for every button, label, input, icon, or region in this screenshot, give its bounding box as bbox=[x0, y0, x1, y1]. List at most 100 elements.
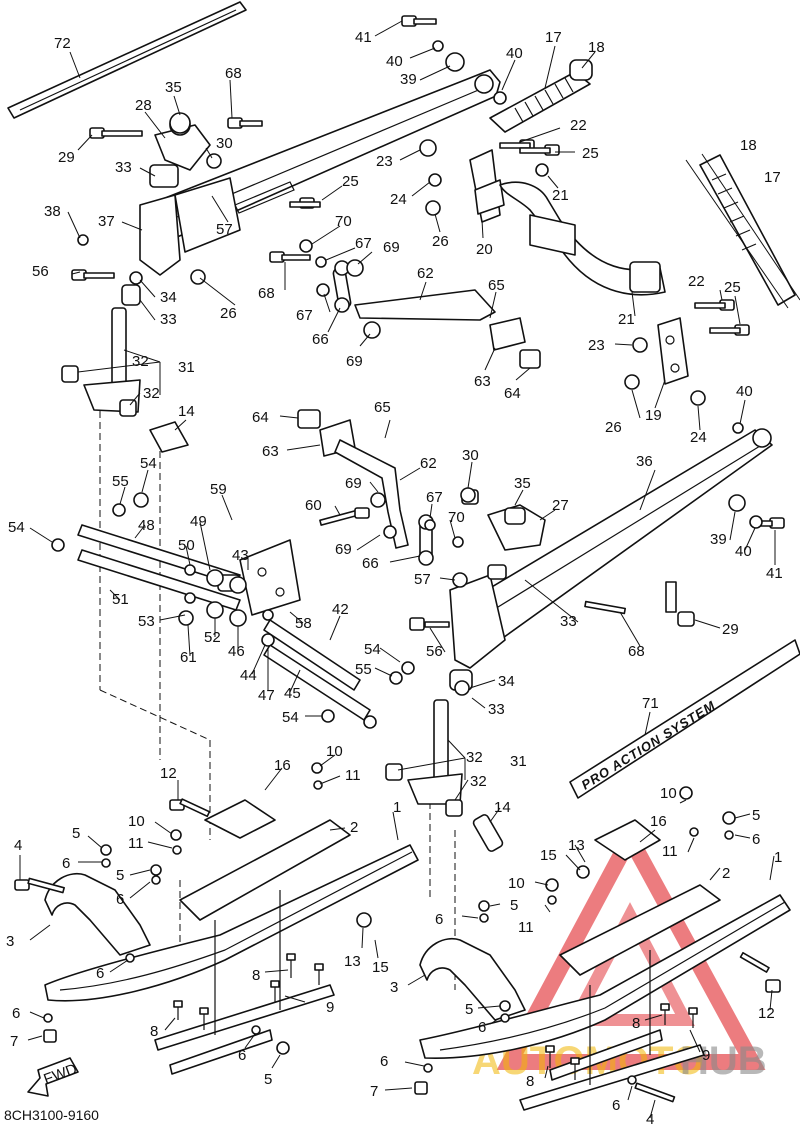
callout-65: 65 bbox=[374, 399, 391, 416]
callout-2: 2 bbox=[722, 865, 730, 882]
callout-53: 53 bbox=[138, 613, 155, 630]
callout-46: 46 bbox=[228, 643, 245, 660]
callout-40: 40 bbox=[736, 383, 753, 400]
callout-42: 42 bbox=[332, 601, 349, 618]
callout-58: 58 bbox=[295, 615, 312, 632]
callout-6: 6 bbox=[752, 831, 760, 848]
callout-54: 54 bbox=[140, 455, 157, 472]
callout-35: 35 bbox=[165, 79, 182, 96]
bracket-19 bbox=[657, 317, 689, 385]
callout-48: 48 bbox=[138, 517, 155, 534]
callout-31: 31 bbox=[510, 753, 527, 770]
callout-66: 66 bbox=[312, 331, 329, 348]
callout-6: 6 bbox=[478, 1019, 486, 1036]
callout-16: 16 bbox=[274, 757, 291, 774]
callout-13: 13 bbox=[344, 953, 361, 970]
callout-67: 67 bbox=[426, 489, 443, 506]
callout-64: 64 bbox=[504, 385, 521, 402]
callout-68: 68 bbox=[628, 643, 645, 660]
decal-71: PRO ACTION SYSTEM bbox=[569, 639, 800, 799]
callout-9: 9 bbox=[702, 1047, 710, 1064]
arm-36 bbox=[449, 428, 773, 669]
callout-39: 39 bbox=[400, 71, 417, 88]
callout-36: 36 bbox=[636, 453, 653, 470]
callout-41: 41 bbox=[766, 565, 783, 582]
ski-mount-bolts bbox=[173, 953, 698, 1080]
callout-40: 40 bbox=[386, 53, 403, 70]
callout-69: 69 bbox=[335, 541, 352, 558]
callout-56: 56 bbox=[426, 643, 443, 660]
callout-64: 64 bbox=[252, 409, 269, 426]
callout-5: 5 bbox=[510, 897, 518, 914]
callout-67: 67 bbox=[296, 307, 313, 324]
callout-29: 29 bbox=[722, 621, 739, 638]
callout-6: 6 bbox=[380, 1053, 388, 1070]
hardware-nuts bbox=[43, 40, 763, 1085]
callout-9: 9 bbox=[326, 999, 334, 1016]
callout-22: 22 bbox=[570, 117, 587, 134]
callout-26: 26 bbox=[432, 233, 449, 250]
callout-29: 29 bbox=[58, 149, 75, 166]
callout-8: 8 bbox=[526, 1073, 534, 1090]
callout-62: 62 bbox=[420, 455, 437, 472]
callout-16: 16 bbox=[650, 813, 667, 830]
callout-67: 67 bbox=[355, 235, 372, 252]
callout-7: 7 bbox=[10, 1033, 18, 1050]
callout-17: 17 bbox=[764, 169, 781, 186]
front-left-spindle bbox=[61, 307, 141, 417]
callout-5: 5 bbox=[72, 825, 80, 842]
callout-3: 3 bbox=[390, 979, 398, 996]
callout-57: 57 bbox=[414, 571, 431, 588]
callout-54: 54 bbox=[282, 709, 299, 726]
callout-8: 8 bbox=[252, 967, 260, 984]
leader-lines bbox=[19, 20, 776, 1119]
callout-49: 49 bbox=[190, 513, 207, 530]
callout-70: 70 bbox=[448, 509, 465, 526]
callout-6: 6 bbox=[435, 911, 443, 928]
callout-18: 18 bbox=[588, 39, 605, 56]
callout-23: 23 bbox=[588, 337, 605, 354]
left-ski bbox=[44, 799, 419, 1075]
callout-26: 26 bbox=[605, 419, 622, 436]
callout-11: 11 bbox=[662, 843, 678, 860]
assembly-dash-lines bbox=[99, 400, 456, 990]
steering-bracket-27 bbox=[461, 489, 546, 551]
tie-rod-upper bbox=[354, 289, 541, 369]
callout-54: 54 bbox=[364, 641, 381, 658]
callout-33: 33 bbox=[160, 311, 177, 328]
callout-12: 12 bbox=[758, 1005, 775, 1022]
callout-51: 51 bbox=[112, 591, 129, 608]
callout-63: 63 bbox=[474, 373, 491, 390]
callout-33: 33 bbox=[560, 613, 577, 630]
watermark-text-b: HUB bbox=[680, 1039, 767, 1083]
callout-6: 6 bbox=[12, 1005, 20, 1022]
pivot-arm-21 bbox=[499, 181, 666, 296]
callout-3: 3 bbox=[6, 933, 14, 950]
callout-32: 32 bbox=[143, 385, 160, 402]
callout-47: 47 bbox=[258, 687, 275, 704]
bracket-20 bbox=[469, 149, 505, 223]
callout-55: 55 bbox=[112, 473, 129, 490]
callout-69: 69 bbox=[383, 239, 400, 256]
callout-11: 11 bbox=[518, 919, 534, 936]
callout-72: 72 bbox=[54, 35, 71, 52]
callout-1: 1 bbox=[393, 799, 401, 816]
callout-37: 37 bbox=[98, 213, 115, 230]
callout-33: 33 bbox=[115, 159, 132, 176]
fwd-arrow: FWD bbox=[27, 1057, 79, 1097]
callout-22: 22 bbox=[688, 273, 705, 290]
callout-10: 10 bbox=[326, 743, 343, 760]
callout-54: 54 bbox=[8, 519, 25, 536]
callout-34: 34 bbox=[160, 289, 177, 306]
callout-34: 34 bbox=[498, 673, 515, 690]
right-ski bbox=[419, 819, 791, 1111]
radius-rods bbox=[77, 421, 371, 721]
callout-14: 14 bbox=[494, 799, 511, 816]
callout-38: 38 bbox=[44, 203, 61, 220]
callout-32: 32 bbox=[466, 749, 483, 766]
callout-5: 5 bbox=[465, 1001, 473, 1018]
callout-26: 26 bbox=[220, 305, 237, 322]
callout-28: 28 bbox=[135, 97, 152, 114]
callout-27: 27 bbox=[552, 497, 569, 514]
callout-32: 32 bbox=[132, 353, 149, 370]
